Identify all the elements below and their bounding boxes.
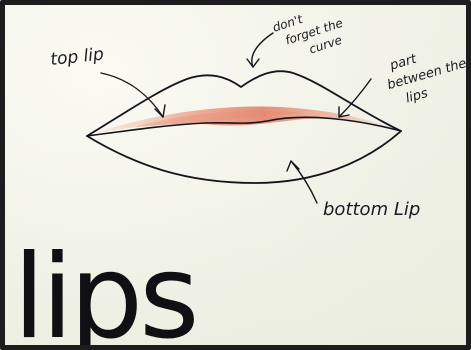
lips-title: lips bbox=[13, 230, 196, 345]
lips-sketch: top lip don't forget the curve part betw… bbox=[5, 5, 466, 345]
bottom-lip-label: bottom Lip bbox=[323, 199, 420, 220]
